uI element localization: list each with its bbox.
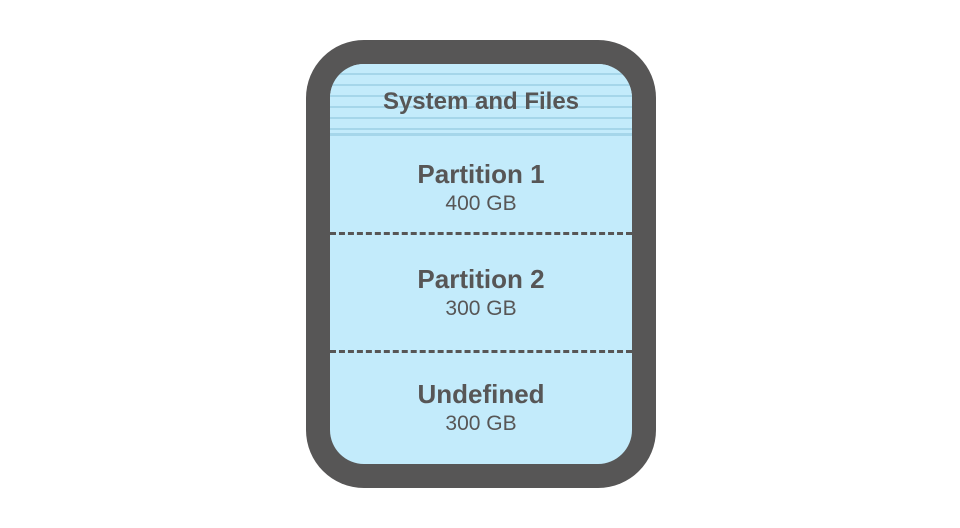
partition-2-size: 300 GB (445, 297, 517, 320)
undefined-name: Undefined (417, 379, 545, 409)
partition-divider-2 (330, 350, 632, 353)
undefined-size: 300 GB (445, 412, 517, 435)
partition-divider-1 (330, 232, 632, 235)
partition-1-section: Partition 1 400 GB (330, 136, 632, 234)
system-files-label: System and Files (382, 88, 580, 115)
disk-storage-area: System and Files Partition 1 400 GB Part… (330, 64, 632, 464)
disk-device-frame: System and Files Partition 1 400 GB Part… (306, 40, 656, 488)
undefined-section: Undefined 300 GB (330, 352, 632, 464)
system-files-section: System and Files (330, 64, 632, 136)
partition-2-section: Partition 2 300 GB (330, 234, 632, 352)
partition-2-name: Partition 2 (417, 264, 545, 294)
partition-1-size: 400 GB (445, 192, 517, 215)
partition-1-name: Partition 1 (417, 159, 545, 189)
